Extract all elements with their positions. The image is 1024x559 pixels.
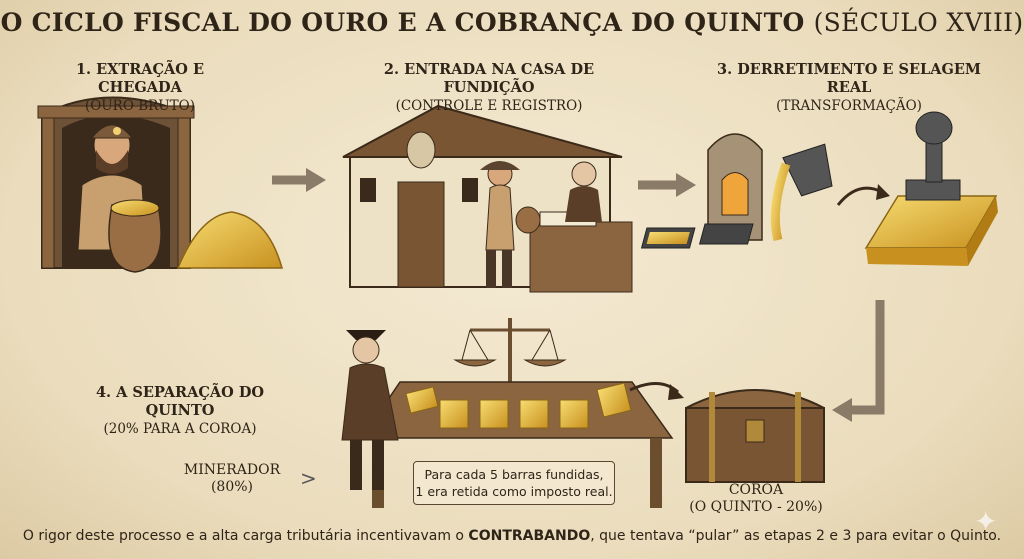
crucible bbox=[770, 143, 833, 242]
miner-label: MINERADOR (80%) bbox=[182, 462, 282, 496]
sealed-gold-bar bbox=[864, 195, 998, 266]
gold-pile bbox=[176, 211, 283, 269]
footer-after: , que tentava “pular” as etapas 2 e 3 pa… bbox=[590, 528, 1002, 544]
step-4-subtitle: (20% PARA A COROA) bbox=[103, 421, 257, 437]
visitor-figure bbox=[480, 161, 541, 288]
balance-scale bbox=[453, 318, 567, 390]
note-line1: Para cada 5 barras fundidas, bbox=[424, 467, 604, 482]
step-1-title: 1. EXTRAÇÃO E CHEGADA bbox=[75, 61, 205, 96]
step-2-label: 2. ENTRADA NA CASA DE FUNDIÇÃO (CONTROLE… bbox=[338, 61, 640, 115]
furnace bbox=[707, 133, 763, 241]
footer-text: O rigor deste processo e a alta carga tr… bbox=[0, 528, 1024, 544]
note-line2: 1 era retida como imposto real. bbox=[415, 484, 613, 499]
step-4-label: 4. A SEPARAÇÃO DO QUINTO (20% PARA A COR… bbox=[60, 384, 300, 438]
footer-before: O rigor deste processo e a alta carga tr… bbox=[22, 528, 469, 544]
arrow-3-to-seal bbox=[836, 186, 883, 206]
sparkle-icon: ✦ bbox=[974, 505, 998, 538]
page-title: O CICLO FISCAL DO OURO E A COBRANÇA DO Q… bbox=[0, 8, 1024, 37]
step-2-subtitle: (CONTROLE E REGISTRO) bbox=[395, 98, 583, 114]
ingot-molds bbox=[640, 223, 754, 249]
step-3-title: 3. DERRETIMENTO E SELAGEM REAL bbox=[717, 61, 981, 96]
treasure-chest bbox=[685, 389, 825, 483]
title-main: O CICLO FISCAL DO OURO E A COBRANÇA DO Q… bbox=[0, 8, 805, 37]
crown-label-line1: COROA bbox=[728, 482, 784, 498]
miner-label-line1: MINERADOR bbox=[183, 462, 281, 478]
official-figure bbox=[341, 330, 399, 490]
miner-bracket-icon: > bbox=[300, 466, 317, 490]
step-1-subtitle: (OURO BRUTO) bbox=[84, 98, 196, 114]
royal-seal-stamp bbox=[905, 111, 961, 201]
miner-label-line2: (80%) bbox=[210, 479, 254, 495]
clerk-desk bbox=[529, 161, 633, 293]
crown-label: COROA (O QUINTO - 20%) bbox=[686, 482, 826, 516]
gold-sack bbox=[108, 199, 162, 273]
note-box: Para cada 5 barras fundidas, 1 era retid… bbox=[413, 461, 615, 505]
crown-label-line2: (O QUINTO - 20%) bbox=[689, 499, 823, 515]
arrow-3-to-crown bbox=[848, 300, 885, 415]
gold-bars-on-table bbox=[405, 382, 632, 429]
step-4-title: 4. A SEPARAÇÃO DO QUINTO bbox=[95, 384, 265, 419]
footer-bold: CONTRABANDO bbox=[468, 528, 591, 544]
step-3-label: 3. DERRETIMENTO E SELAGEM REAL (TRANSFOR… bbox=[700, 61, 998, 115]
title-sub: (SÉCULO XVIII) bbox=[813, 8, 1024, 37]
step-1-label: 1. EXTRAÇÃO E CHEGADA (OURO BRUTO) bbox=[40, 61, 240, 115]
step-3-subtitle: (TRANSFORMAÇÃO) bbox=[776, 98, 922, 114]
step-2-title: 2. ENTRADA NA CASA DE FUNDIÇÃO bbox=[383, 61, 595, 96]
